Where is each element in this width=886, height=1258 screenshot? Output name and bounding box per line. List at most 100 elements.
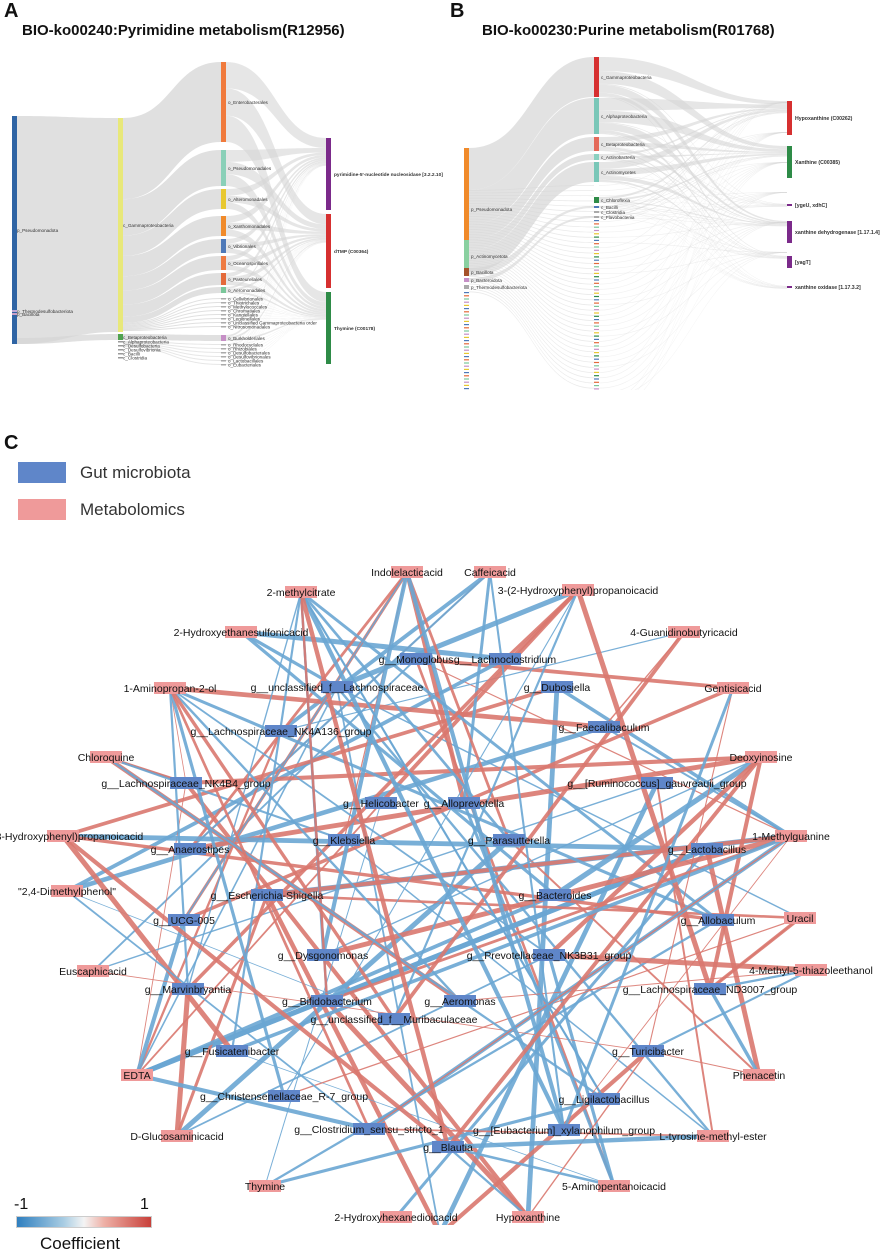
microbe-node-g-anaerostipes[interactable]: g__Anaerostipes <box>151 843 230 856</box>
microbe-node-g-klebsiella-label: g__Klebsiella <box>313 835 376 847</box>
microbe-node-g-dubosiella[interactable]: g__Dubosiella <box>524 681 591 694</box>
metabolite-node-deoxyinosine[interactable]: Deoxyinosine <box>729 751 793 764</box>
flow-link <box>599 252 787 306</box>
metabolite-node-2-methylcitrate[interactable]: 2-methylcitrate <box>267 586 336 599</box>
microbe-node-g-lachnoclostridium[interactable]: g__Lachnoclostridium <box>454 653 556 666</box>
order-node <box>221 150 226 186</box>
order-node <box>221 335 226 341</box>
microbe-node-g-lactobacillus[interactable]: g__Lactobacillus <box>668 843 746 856</box>
metabolite-node-indolelacticacid[interactable]: Indolelacticacid <box>371 566 443 579</box>
microbe-node-g-fusicatenibacter-label: g__Fusicatenibacter <box>185 1046 280 1058</box>
flow-link <box>469 270 594 347</box>
panel-a-letter: A <box>4 0 19 22</box>
metabolite-node-1-methylguanine[interactable]: 1-Methylguanine <box>752 830 830 843</box>
metabolite-node-thymine[interactable]: Thymine <box>245 1180 285 1193</box>
metabolite-node-chloroquine[interactable]: Chloroquine <box>78 751 135 764</box>
metabolite-node-4-methyl-5-thiazoleethanol[interactable]: 4-Methyl-5-thiazoleethanol <box>749 964 873 977</box>
flow-link <box>599 175 787 206</box>
microbe-node-g-klebsiella[interactable]: g__Klebsiella <box>313 834 376 847</box>
order-node <box>221 216 226 236</box>
metabolite-node-indolelacticacid-label: Indolelacticacid <box>371 567 443 579</box>
microbe-node-g-blautia[interactable]: g__Blautia <box>423 1141 473 1154</box>
microbe-node-g-aeromonas[interactable]: g__Aeromonas <box>424 995 496 1008</box>
correlation-edge <box>336 686 714 1137</box>
microbe-node-g-monoglobus[interactable]: g__Monoglobus <box>379 653 454 666</box>
microbe-node-g-christensenellaceae-r-7-group[interactable]: g__Christensenellaceae_R-7_group <box>200 1090 368 1103</box>
correlation-edge <box>300 590 719 922</box>
microbe-node-g-allobaculum[interactable]: g__Allobaculum <box>681 914 756 927</box>
metabolite-node-gentisicacid[interactable]: Gentisicacid <box>704 682 762 695</box>
minor-class-tick <box>594 385 599 387</box>
correlation-edge <box>462 571 492 804</box>
phylum-node <box>464 278 469 282</box>
flow-link <box>599 57 787 105</box>
microbe-node-g-dysgonomonas-label: g__Dysgonomonas <box>278 950 368 962</box>
microbe-node-g-escherichia-shigella[interactable]: g__Escherichia-Shigella <box>211 889 324 902</box>
microbe-node-g-eubacterium-xylanophilum-group[interactable]: g__[Eubacterium]_xylanophilum_group <box>473 1124 655 1137</box>
microbe-node-g-unclassified-f-muribaculaceae[interactable]: g__unclassified_f__Muribaculaceae <box>311 1013 478 1026</box>
microbe-node-g-dysgonomonas[interactable]: g__Dysgonomonas <box>278 949 368 962</box>
microbe-node-g-ucg-005[interactable]: g__UCG-005 <box>153 914 215 927</box>
flow-link <box>469 216 594 238</box>
minor-class-tick <box>594 229 599 232</box>
microbe-node-g-clostridium-sensu-stricto-1[interactable]: g__Clostridium_sensu_stricto_1 <box>294 1123 444 1136</box>
minor-class-tick <box>594 249 599 251</box>
metabolite-node-phenacetin[interactable]: Phenacetin <box>733 1069 786 1082</box>
sankey-label: o_Desulfovibrionales <box>228 355 271 360</box>
metabolite-node-3-2-hydroxyphenyl-propanoicacid[interactable]: 3-(2-Hydroxyphenyl)propanoicacid <box>498 584 659 597</box>
order-node <box>221 62 226 142</box>
microbe-node-g-ligilactobacillus[interactable]: g__Ligilactobacillus <box>558 1093 650 1106</box>
metabolite-node-2-hydroxyhexanedioicacid[interactable]: 2-Hydroxyhexanedioicacid <box>334 1211 458 1224</box>
class-node <box>118 118 123 332</box>
metabolite-node-d-glucosaminicacid[interactable]: D-Glucosaminicacid <box>130 1130 224 1143</box>
metabolite-node-caffeicacid[interactable]: Caffeicacid <box>464 566 516 579</box>
flow-link <box>226 165 326 345</box>
microbe-node-g-lachnospiraceae-nd3007-group[interactable]: g__Lachnospiraceae_ND3007_group <box>623 983 798 996</box>
metabolite-node-4-guanidinobutyricacid[interactable]: 4-Guanidinobutyricacid <box>630 626 738 639</box>
flow-link <box>599 205 787 223</box>
microbe-node-g-eubacterium-xylanophilum-group-box <box>548 1124 580 1136</box>
flow-link <box>226 318 326 327</box>
metabolite-node-5-aminopentanoicacid-label: 5-Aminopentanoicacid <box>562 1181 666 1193</box>
metabolite-node-1-aminopropan-2-ol-label: 1-Aminopropan-2-ol <box>124 683 217 695</box>
metabolite-node-2-hydroxyethanesulfonicacid[interactable]: 2-Hydroxyethanesulfonicacid <box>174 626 309 639</box>
minor-class-tick <box>594 365 599 367</box>
metabolite-node-uracil[interactable]: Uracil <box>784 912 816 925</box>
microbe-node-g-helicobacter[interactable]: g__Helicobacter <box>343 797 419 810</box>
microbe-node-g-turicibacter[interactable]: g__Turicibacter <box>612 1045 684 1058</box>
microbe-node-g-faecalibaculum[interactable]: g__Faecalibaculum <box>558 721 650 734</box>
microbe-node-g-fusicatenibacter[interactable]: g__Fusicatenibacter <box>185 1045 280 1058</box>
metabolite-node-deoxyinosine-label: Deoxyinosine <box>729 752 792 764</box>
microbe-node-g-alloprevotella[interactable]: g__Alloprevotella <box>424 797 505 810</box>
phylum-node <box>464 148 469 270</box>
metabolite-node-thymine-label: Thymine <box>245 1181 285 1193</box>
microbe-node-g-lachnospiraceae-nk4a136-group[interactable]: g__Lachnospiraceae_NK4A136_group <box>191 725 372 738</box>
metabolite-node-2-4-dimethylphenol[interactable]: "2,4-Dimethylphenol" <box>18 885 116 898</box>
flow-link <box>226 165 326 349</box>
metabolite-node-l-tyrosine-methyl-ester[interactable]: L-tyrosine-methyl-ester <box>659 1130 767 1143</box>
flow-link <box>469 190 594 194</box>
panel-b-letter: B <box>450 0 465 22</box>
metabolite-node-3-3-hydroxyphenyl-propanoicacid[interactable]: 3-(3-Hydroxyphenyl)propanoicacid <box>0 830 143 843</box>
order-node <box>221 348 226 350</box>
microbe-node-g-prevotellaceae-nk3b31-group[interactable]: g__Prevotellaceae_NK3B31_group <box>467 949 632 962</box>
flow-link <box>599 192 787 233</box>
flow-link <box>469 288 594 384</box>
panel-b-title: BIO-ko00230:Purine metabolism(R01768) <box>482 22 775 39</box>
minor-class-tick <box>594 246 599 248</box>
microbe-node-g-bifidobacterium[interactable]: g__Bifidobacterium <box>282 995 372 1008</box>
metabolite-node-thymine-box <box>249 1180 281 1192</box>
microbe-node-g-parasutterella[interactable]: g__Parasutterella <box>468 834 550 847</box>
metabolite-node-5-aminopentanoicacid[interactable]: 5-Aminopentanoicacid <box>562 1180 666 1193</box>
flow-link <box>123 343 221 353</box>
metabolite-node-1-aminopropan-2-ol[interactable]: 1-Aminopropan-2-ol <box>124 682 217 695</box>
flow-link <box>226 164 326 323</box>
microbe-node-g-bacteroides[interactable]: g__Bacteroides <box>519 889 592 902</box>
microbe-node-g-lachnospiraceae-nk4b4-group[interactable]: g__Lachnospiraceae_NK4B4_group <box>101 777 271 790</box>
metabolite-node-hypoxanthine[interactable]: Hypoxanthine <box>496 1211 560 1224</box>
microbe-node-g-unclassified-f-lachnospiraceae[interactable]: g__unclassified_f__Lachnospiraceae <box>251 681 424 694</box>
metabolite-node-edta[interactable]: EDTA <box>121 1069 153 1082</box>
microbe-node-g-ruminococcus-gauvreauii-group[interactable]: g__[Ruminococcus]_gauvreauii_group <box>567 777 747 790</box>
metabolite-node-euscaphicacid[interactable]: Euscaphicacid <box>59 965 127 978</box>
microbe-node-g-marvinbryantia[interactable]: g__Marvinbryantia <box>145 983 232 996</box>
